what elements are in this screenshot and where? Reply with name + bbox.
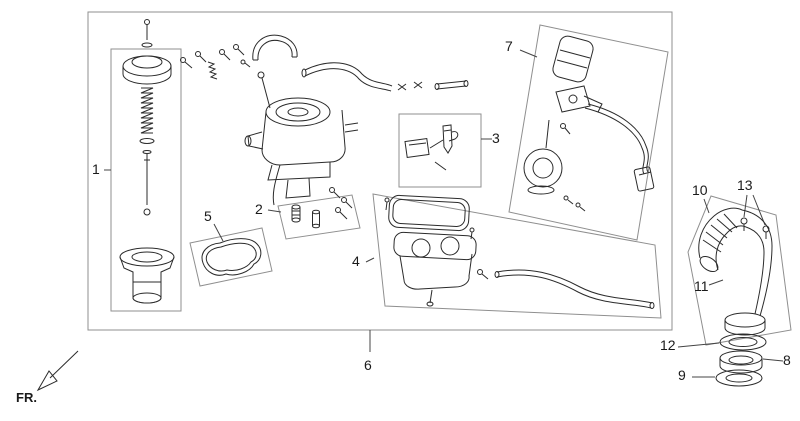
air-intake-drawing	[698, 207, 773, 387]
part-4-float-bowl-drawing	[384, 194, 655, 309]
fr-label: FR.	[16, 390, 37, 405]
part-label-11: 11	[694, 278, 709, 294]
part-5-box	[189, 227, 273, 287]
part-label-1: 1	[92, 161, 100, 177]
part-3-float-valve-drawing	[404, 124, 459, 171]
part-label-13: 13	[737, 177, 753, 193]
fr-direction-arrow	[36, 350, 79, 392]
part-label-6: 6	[364, 357, 372, 373]
part-label-3: 3	[492, 130, 500, 146]
boundary-boxes	[87, 11, 792, 346]
air-intake-box	[687, 195, 792, 346]
part-label-9: 9	[678, 367, 686, 383]
part-1-box	[110, 48, 182, 312]
leader-lines	[104, 49, 784, 378]
part-1-drawing	[119, 19, 175, 304]
part-label-8: 8	[783, 352, 791, 368]
part-7-choke-drawing	[523, 35, 655, 212]
main-boundary-box	[87, 11, 673, 331]
part-label-7: 7	[505, 38, 513, 54]
part-3-box	[398, 113, 482, 188]
part-2-jets-drawing	[291, 204, 348, 229]
part-5-gasket-drawing	[201, 238, 262, 276]
part-7-box	[508, 24, 669, 241]
part-label-10: 10	[692, 182, 708, 198]
part-4-box	[372, 193, 662, 319]
part-label-2: 2	[255, 201, 263, 217]
part-label-12: 12	[660, 337, 676, 353]
part-label-5: 5	[204, 208, 212, 224]
part-label-4: 4	[352, 253, 360, 269]
part-2-box	[277, 194, 361, 240]
carburetor-body-drawing	[180, 34, 469, 209]
